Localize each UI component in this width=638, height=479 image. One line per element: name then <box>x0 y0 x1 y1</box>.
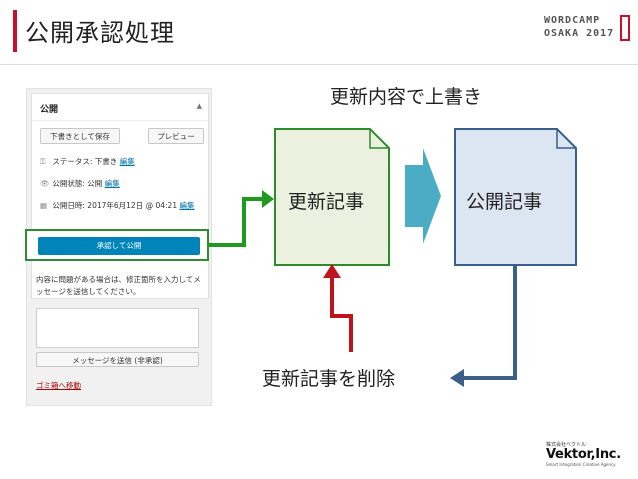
date-label: 公開日時: 2017年6月12日 @ 04:21 <box>52 201 178 210</box>
move-to-trash-link[interactable]: ゴミ箱へ移動 <box>36 381 81 390</box>
status-edit-link[interactable]: 編集 <box>119 157 135 166</box>
date-row: ▦ 公開日時: 2017年6月12日 @ 04:21 編集 <box>40 200 204 212</box>
visibility-edit-link[interactable]: 編集 <box>104 179 120 188</box>
approve-publish-button[interactable]: 承認して公開 <box>38 237 200 255</box>
approve-highlight-box: 承認して公開 <box>25 229 209 261</box>
visibility-label: 公開状態: 公開 <box>52 179 103 188</box>
save-draft-button[interactable]: 下書きとして保存 <box>40 128 120 144</box>
delete-to-update-arrowhead <box>323 264 341 278</box>
public-doc-fold <box>556 129 576 149</box>
approve-to-update-arrow <box>209 197 262 247</box>
overwrite-label: 更新内容で上書き <box>330 86 483 108</box>
vektor-company-jp: 株式会社ベクトル <box>546 442 587 448</box>
message-textarea[interactable] <box>36 308 199 348</box>
collapse-triangle-icon[interactable]: ▲ <box>196 102 202 110</box>
preview-button[interactable]: プレビュー <box>148 128 204 144</box>
key-icon: ⚿ <box>40 157 46 166</box>
delete-to-update-arrow <box>330 276 353 352</box>
public-doc-shape <box>454 128 577 266</box>
page-title: 公開承認処理 <box>25 19 175 47</box>
vektor-logo: 株式会社ベクトル Vektor,Inc. Smart Integration C… <box>546 442 628 467</box>
update-doc-fold <box>369 129 389 149</box>
delete-update-label: 更新記事を削除 <box>262 368 396 390</box>
date-edit-link[interactable]: 編集 <box>179 201 195 210</box>
overwrite-arrow <box>405 148 441 244</box>
update-doc-shape <box>274 128 390 266</box>
public-to-delete-arrowhead <box>450 369 464 387</box>
approve-to-update-arrowhead <box>262 190 274 208</box>
wp-box-divider <box>32 120 208 121</box>
public-doc-label: 公開記事 <box>466 191 543 213</box>
status-label: ステータス: 下書き <box>52 157 118 166</box>
calendar-icon: ▦ <box>40 201 48 210</box>
wordcamp-logo-line-2: OSAKA 2017 <box>544 28 615 39</box>
message-instruction: 内容に問題がある場合は、修正箇所を入力してメッセージを送信してください。 <box>36 275 201 296</box>
header-divider <box>0 64 638 65</box>
status-row: ⚿ ステータス: 下書き 編集 <box>40 156 135 167</box>
wordcamp-logo: WORDCAMP OSAKA 2017 <box>544 14 630 44</box>
update-doc-label: 更新記事 <box>288 191 365 213</box>
wp-box-title: 公開 <box>40 105 59 115</box>
wp-publish-box: 公開 ▲ 下書きとして保存 プレビュー ⚿ ステータス: 下書き 編集 👁 公開… <box>31 93 209 299</box>
vektor-company-name: Vektor,Inc. <box>546 447 621 462</box>
vektor-tagline: Smart Integration Creative Agency <box>546 462 616 467</box>
wordcamp-logo-mark <box>620 15 630 41</box>
title-accent-bar <box>13 10 17 52</box>
wordcamp-logo-line-1: WORDCAMP <box>544 15 601 26</box>
eye-icon: 👁 <box>40 179 50 188</box>
visibility-row: 👁 公開状態: 公開 編集 <box>40 178 120 189</box>
public-to-delete-arrow <box>462 265 517 380</box>
send-message-button[interactable]: メッセージを送信 (非承認) <box>36 352 199 367</box>
